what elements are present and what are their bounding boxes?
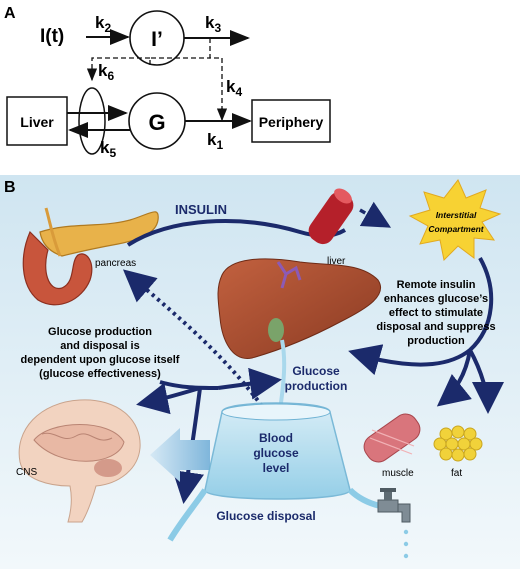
k2-label: k2 <box>95 13 111 35</box>
liver-illustration <box>217 258 381 359</box>
effectiveness-line-2: and disposal is <box>60 340 139 352</box>
brain-illustration <box>18 399 141 523</box>
remote-line-4: disposal and suppress <box>376 321 495 333</box>
k6-dashed-path <box>91 57 150 75</box>
remote-line-5: production <box>407 335 465 347</box>
glucose-node-label: G <box>148 110 165 135</box>
remote-line-1: Remote insulin <box>397 279 476 291</box>
k4-dashed-path <box>209 38 223 118</box>
effectiveness-line-1: Glucose production <box>48 326 152 338</box>
k3-label: k3 <box>205 13 221 35</box>
blood-line-1: Blood <box>259 431 293 445</box>
panel-b: B pancreas INSULIN liver Interstitial Co… <box>0 175 520 569</box>
supply-to-cns-arrow <box>150 428 210 482</box>
k1-label: k1 <box>207 130 223 152</box>
muscle-illustration <box>363 413 421 463</box>
remote-to-muscle-arrow <box>436 349 472 407</box>
liver-box <box>6 96 68 146</box>
disposal-label: Glucose disposal <box>216 509 315 523</box>
periphery-box-label: Periphery <box>259 114 324 130</box>
effectiveness-line-3: dependent upon glucose itself <box>21 354 180 366</box>
blood-glucose-funnel <box>167 402 381 542</box>
input-label: I(t) <box>40 26 64 47</box>
k5-label: k5 <box>100 138 116 160</box>
interstitial-label-2: Compartment <box>428 224 484 234</box>
fat-label: fat <box>451 468 462 479</box>
interstitial-label-1: Interstitial <box>436 210 477 220</box>
modulation-ellipse <box>78 87 106 155</box>
panel-a: A I(t) I’ Liver G Periphery k <box>4 5 331 160</box>
portal-vein <box>308 188 354 245</box>
insulin-node-label: I’ <box>151 28 163 51</box>
remote-line-2: enhances glucose’s <box>384 293 488 305</box>
feedback-to-pancreas-arrow <box>122 269 264 408</box>
interstitial-star <box>408 179 502 262</box>
panel-a-letter: A <box>4 5 16 22</box>
k4-label: k4 <box>226 77 242 99</box>
remote-to-fat-arrow <box>468 349 504 414</box>
faucet-icon <box>377 488 411 559</box>
fat-illustration <box>433 425 483 462</box>
k6-label: k6 <box>98 61 114 83</box>
liver-label: liver <box>327 256 346 267</box>
to-interstitial-arrow <box>359 201 392 228</box>
muscle-label: muscle <box>382 468 414 479</box>
cns-label: CNS <box>16 467 37 478</box>
effect-to-cns-arrow <box>136 382 201 415</box>
liver-box-label: Liver <box>20 114 54 130</box>
blood-line-2: glucose <box>253 446 299 460</box>
blood-line-3: level <box>263 461 290 475</box>
panel-b-letter: B <box>4 179 16 196</box>
periphery-box <box>251 99 331 143</box>
pancreas-label: pancreas <box>95 258 136 269</box>
production-line-2: production <box>285 379 348 393</box>
remote-line-3: effect to stimulate <box>389 307 483 319</box>
insulin-label: INSULIN <box>175 202 227 217</box>
effect-to-production-arrow <box>217 367 282 400</box>
effectiveness-line-4: (glucose effectiveness) <box>39 368 161 380</box>
production-line-1: Glucose <box>292 364 340 378</box>
